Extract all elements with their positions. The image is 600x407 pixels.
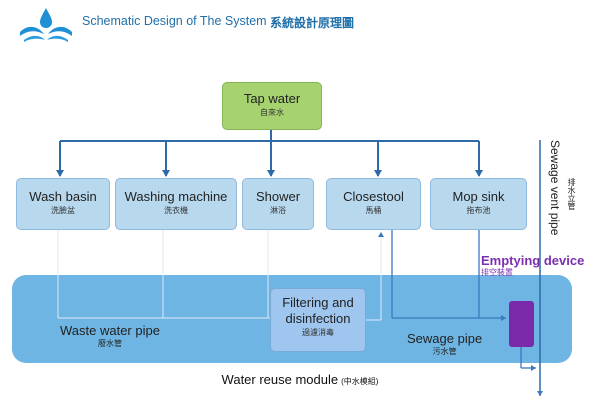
closestool-label-cn: 馬桶 — [365, 206, 382, 215]
wash-basin-label-cn: 洗臉盆 — [51, 206, 75, 215]
waste-water-pipe-text-cn: 廢水管 — [97, 339, 122, 348]
washing-machine-box: Washing machine 洗衣機 — [115, 178, 237, 230]
header: Schematic Design of The System 系統設計原理圖 — [0, 0, 600, 50]
wash-basin-label: Wash basin — [29, 189, 97, 204]
water-splash-logo-icon — [20, 8, 72, 42]
page-title-cn: 系統設計原理圖 — [270, 16, 355, 30]
reuse-line — [366, 232, 384, 321]
mop-sink-box: Mop sink 拖布池 — [430, 178, 527, 230]
filtering-box: Filtering and disinfection 過濾消毒 — [270, 288, 366, 352]
tap-water-label-cn: 自來水 — [260, 108, 284, 117]
washing-machine-label: Washing machine — [124, 189, 228, 204]
module-label-cn: (中水模組) — [341, 377, 379, 386]
mop-sink-label: Mop sink — [452, 189, 505, 204]
wash-basin-box: Wash basin 洗臉盆 — [16, 178, 110, 230]
sewage-pipe-text-cn: 污水管 — [432, 347, 457, 356]
waste-water-pipe-label: Waste water pipe 廢水管 — [60, 323, 160, 349]
emptying-device — [509, 301, 534, 347]
shower-label-cn: 淋浴 — [270, 206, 286, 215]
module-label: Water reuse module — [221, 372, 339, 387]
emptying-device-text-cn: 排空裝置 — [481, 268, 513, 277]
filtering-label-line2: disinfection — [285, 311, 351, 326]
shower-label: Shower — [255, 189, 301, 204]
sewage-lines — [391, 229, 536, 371]
tap-water-box: Tap water 自來水 — [222, 82, 322, 130]
sewage-pipe-label: Sewage pipe 污水管 — [407, 331, 482, 357]
shower-box: Shower 淋浴 — [242, 178, 314, 230]
waste-water-lines — [57, 229, 275, 319]
closestool-label: Closestool — [343, 189, 404, 204]
emptying-device-text: Emptying device — [481, 253, 585, 268]
tap-water-label: Tap water — [243, 91, 301, 106]
supply-lines — [56, 128, 483, 177]
filtering-label-line1: Filtering and — [282, 295, 354, 310]
filtering-label-cn: 過濾消毒 — [302, 328, 334, 337]
washing-machine-label-cn: 洗衣機 — [164, 206, 188, 215]
waste-water-pipe-text: Waste water pipe — [60, 323, 160, 338]
mop-sink-label-cn: 拖布池 — [466, 206, 491, 215]
emptying-device-label: Emptying device 排空裝置 — [481, 253, 584, 278]
closestool-box: Closestool 馬桶 — [326, 178, 421, 230]
sewage-vent-pipe-label-cn: 排水立管 — [567, 178, 576, 210]
sewage-vent-pipe-label: Sewage vent pipe — [548, 140, 562, 236]
water-reuse-module-label: Water reuse module(中水模組) — [0, 371, 600, 389]
page-title: Schematic Design of The System — [82, 14, 267, 28]
sewage-pipe-text: Sewage pipe — [407, 331, 483, 346]
